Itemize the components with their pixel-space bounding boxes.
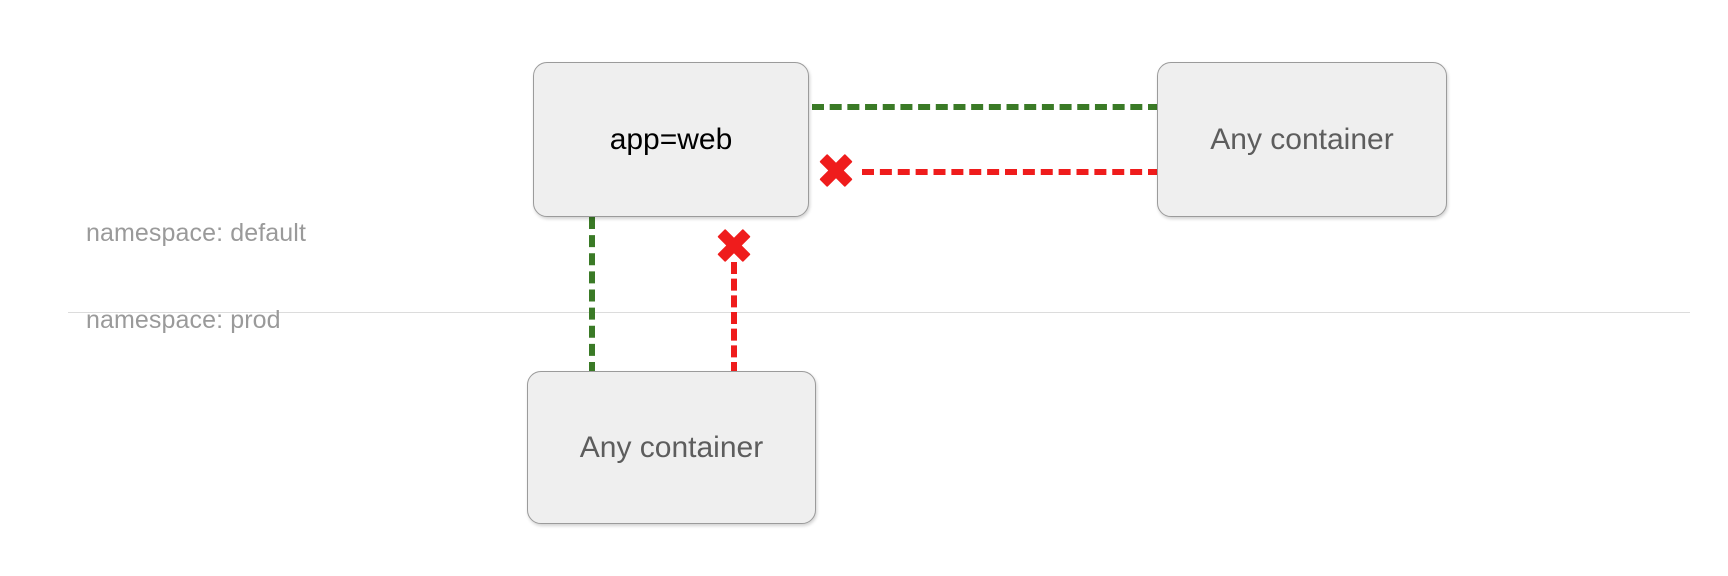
namespace-label-default: namespace: default (86, 219, 307, 247)
edge-app-web-to-bottom-container-allowed (589, 217, 595, 374)
node-any-container-default[interactable]: Any container (1157, 62, 1447, 217)
deny-x-icon-bottom (716, 227, 752, 263)
node-any-container-default-label: Any container (1210, 122, 1394, 156)
namespace-label-prod: namespace: prod (86, 306, 281, 334)
node-any-container-prod[interactable]: Any container (527, 371, 816, 524)
edge-right-container-to-app-web-denied (862, 169, 1160, 175)
deny-x-icon-right (818, 152, 854, 188)
edge-bottom-container-to-app-web-denied (731, 262, 737, 374)
edge-app-web-to-right-container-allowed (812, 104, 1160, 110)
namespace-divider (68, 312, 1690, 313)
node-app-web-label: app=web (609, 122, 733, 156)
node-any-container-prod-label: Any container (579, 430, 764, 464)
node-app-web[interactable]: app=web (533, 62, 809, 217)
